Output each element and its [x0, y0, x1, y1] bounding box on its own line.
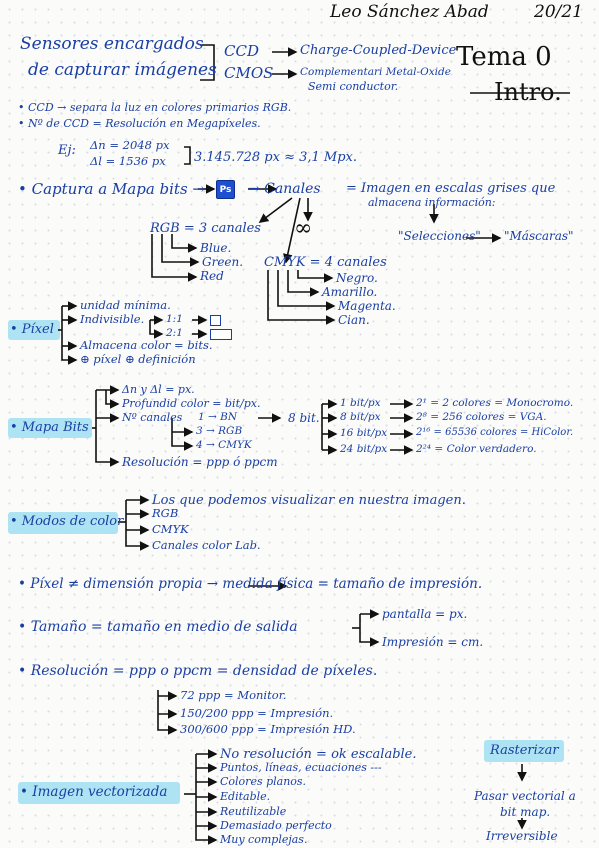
pixel-label: • Píxel: [10, 322, 54, 337]
rgb-channels: RGB = 3 canales: [150, 221, 261, 236]
canales-definition: = Imagen en escalas grises que: [346, 181, 556, 196]
depth-8bit: 8 bit/px: [340, 411, 381, 423]
vector-no-resolucion: No resolución = ok escalable.: [220, 747, 417, 762]
result-color-verdadero: 2²⁴ = Color verdadero.: [416, 443, 537, 455]
ccd-note: • CCD → separa la luz en colores primari…: [18, 101, 292, 114]
rgb-item-blue: Blue.: [200, 241, 232, 255]
highlight-rasterizar: [484, 740, 564, 762]
vectorizada-label: • Imagen vectorizada: [20, 784, 168, 800]
infinity-symbol: ∞: [294, 216, 313, 241]
highlight-mapa-bits: [8, 418, 92, 438]
cmyk-item-negro: Negro.: [336, 271, 378, 285]
cmyk-item-magenta: Magenta.: [338, 299, 396, 313]
resolucion-note: • Resolución = ppp o ppcm = densidad de …: [18, 663, 378, 679]
depth-1bit: 1 bit/px: [340, 397, 381, 409]
res-impresion-hd: 300/600 ppp = Impresión HD.: [180, 722, 356, 736]
modos-item-rgb: RGB: [152, 506, 179, 520]
pixel-almacena: Almacena color = bits.: [80, 338, 213, 352]
cmyk-item-amarillo: Amarillo.: [322, 285, 378, 299]
canales-cmyk: 4 → CMYK: [196, 439, 252, 451]
ratio-2-1: 2:1: [166, 327, 183, 339]
pixel-rect-sketch: [210, 329, 232, 340]
cmyk-item-cian: Cian.: [338, 313, 370, 327]
cmos-full-name: Complementari Metal-Oxide: [300, 66, 451, 78]
pixel-unidad: unidad mínima.: [80, 298, 171, 312]
res-monitor: 72 ppp = Monitor.: [180, 688, 287, 702]
tamano-pantalla: pantalla = px.: [382, 607, 468, 621]
photoshop-icon: Ps: [216, 180, 235, 199]
canales-label: → Canales: [248, 181, 321, 197]
highlight-imagen-vectorizada: [18, 782, 180, 804]
vector-puntos: Puntos, líneas, ecuaciones ---: [220, 761, 382, 774]
sensores-title-1: Sensores encargados: [20, 34, 204, 54]
result-vga: 2⁸ = 256 colores = VGA.: [416, 411, 547, 423]
depth-16bit: 16 bit/px: [340, 427, 388, 439]
pixel-square-sketch: [210, 315, 221, 326]
ccd-full-name: Charge-Coupled-Device: [300, 43, 457, 58]
rgb-item-red: Red: [200, 269, 224, 283]
depth-24bit: 24 bit/px: [340, 443, 388, 455]
eight-bit: 8 bit.: [288, 411, 320, 425]
rasterizar-pasar: Pasar vectorial a: [474, 789, 576, 803]
tema-title: Tema 0: [456, 42, 552, 72]
cmos-label: CMOS: [224, 64, 274, 82]
tamano-impresion: Impresión = cm.: [382, 635, 484, 649]
pixel-definicion: ⊕ píxel ⊕ definición: [80, 352, 196, 366]
canales-definition-2: almacena información:: [368, 196, 496, 209]
school-year: 20/21: [534, 2, 583, 22]
canales-rgb: 3 → RGB: [196, 425, 243, 437]
modos-item-lab: Canales color Lab.: [152, 538, 261, 552]
captura-label: • Captura a Mapa bits →: [18, 180, 205, 198]
modos-color-label: • Modos de color: [10, 514, 124, 529]
example-label: Ej:: [58, 143, 76, 158]
res-impresion: 150/200 ppp = Impresión.: [180, 706, 334, 720]
vector-complejas: Muy complejas.: [220, 833, 308, 846]
rasterizar-irreversible: Irreversible: [486, 829, 558, 843]
mapa-delta: Δn y Δl = px.: [122, 383, 195, 396]
tamano-note: • Tamaño = tamaño en medio de salida: [18, 619, 298, 635]
vector-reutilizable: Reutilizable: [220, 805, 287, 818]
example-dn: Δn = 2048 px: [90, 138, 170, 152]
result-monocromo: 2¹ = 2 colores = Monocromo.: [416, 397, 574, 409]
highlight-modos-color: [8, 512, 118, 534]
mapa-profundidad: Profundid color = bit/px.: [122, 397, 261, 410]
pixel-dimension-note: • Píxel ≠ dimensión propia → medida físi…: [18, 576, 483, 592]
ratio-1-1: 1:1: [166, 313, 183, 325]
vector-colores: Colores planos.: [220, 775, 307, 788]
vector-perfecto: Demasiado perfecto: [220, 819, 332, 832]
cmos-full-name-2: Semi conductor.: [308, 80, 399, 93]
highlight-pixel: [8, 320, 60, 340]
sensores-title-2: de capturar imágenes: [28, 60, 217, 80]
rasterizar-label: Rasterizar: [490, 743, 559, 758]
rasterizar-bitmap: bit map.: [500, 805, 551, 819]
vector-editable: Editable.: [220, 790, 271, 803]
modos-item-visualizar: Los que podemos visualizar en nuestra im…: [152, 493, 466, 508]
mapa-bits-label: • Mapa Bits: [10, 420, 89, 435]
example-result: 3.145.728 px ≈ 3,1 Mpx.: [194, 150, 358, 165]
mascaras-label: "Máscaras": [504, 229, 574, 243]
pixel-indivisible: Indivisible.: [80, 312, 145, 326]
mapa-canales: Nº canales: [122, 411, 183, 424]
example-dl: Δl = 1536 px: [90, 154, 166, 168]
ccd-count-note: • Nº de CCD = Resolución en Megapíxeles.: [18, 117, 261, 130]
intro-title: Intro.: [494, 78, 562, 106]
cmyk-channels: CMYK = 4 canales: [264, 255, 387, 270]
mapa-resolucion: Resolución = ppp ó ppcm: [122, 455, 278, 469]
modos-item-cmyk: CMYK: [152, 522, 189, 536]
canales-bn: 1 → BN: [198, 411, 238, 423]
author-name: Leo Sánchez Abad: [330, 2, 489, 22]
ccd-label: CCD: [224, 42, 259, 60]
result-hicolor: 2¹⁶ = 65536 colores = HiColor.: [416, 427, 574, 438]
selecciones-label: "Selecciones": [398, 229, 481, 243]
rgb-item-green: Green.: [202, 255, 244, 269]
